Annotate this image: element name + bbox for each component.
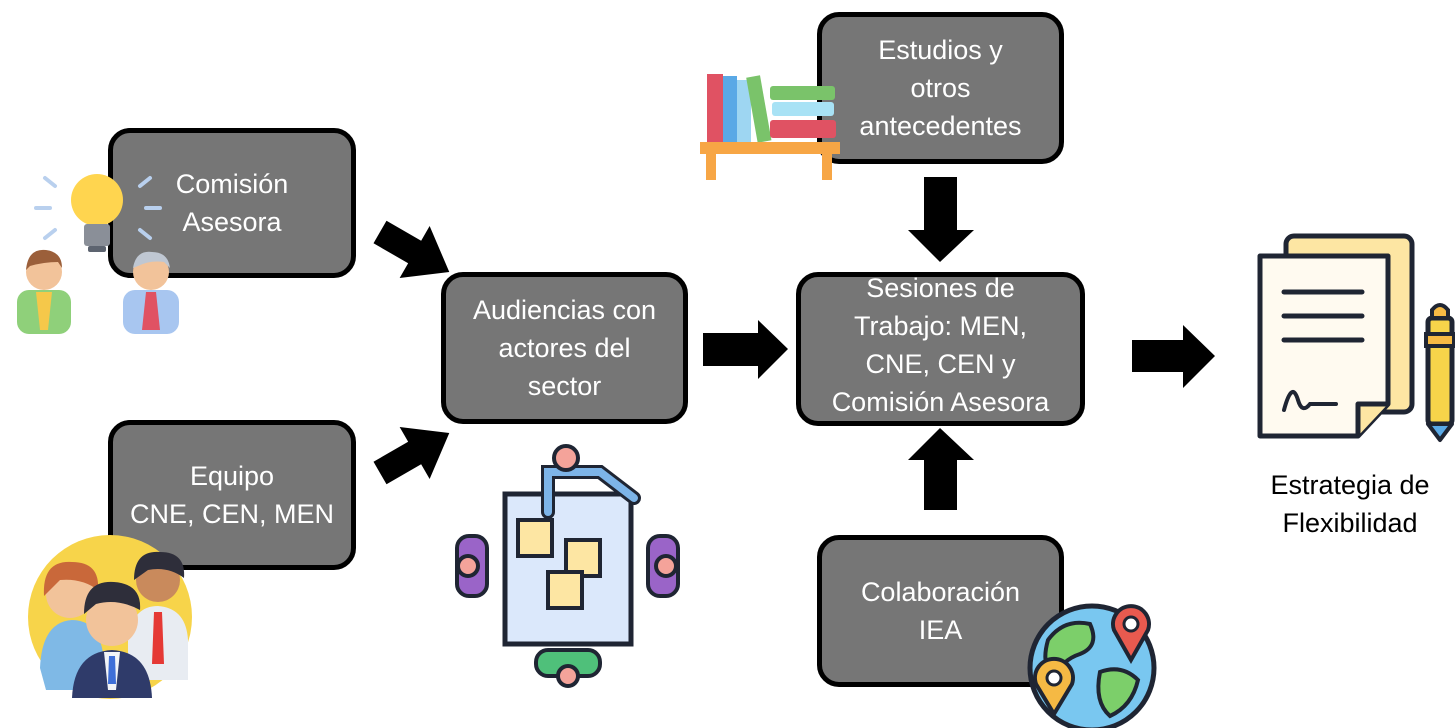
box-sesiones: Sesiones de Trabajo: MEN, CNE, CEN y Com…	[796, 272, 1085, 426]
box-audiencias-label: Audiencias con actores del sector	[472, 295, 657, 401]
arrow-audiencias-to-sesiones	[703, 320, 788, 379]
box-estudios-label: Estudios y otros antecedentes	[859, 35, 1022, 141]
arrow-sesiones-to-estrategia	[1132, 325, 1215, 388]
output-caption: Estrategia de Flexibilidad	[1270, 470, 1430, 538]
arrow-comision-to-audiencias	[373, 220, 450, 278]
box-sesiones-label: Sesiones de Trabajo: MEN, CNE, CEN y Com…	[831, 273, 1050, 417]
box-comision-asesora-label: Comisión Asesora	[175, 169, 289, 237]
box-equipo-label: Equipo CNE, CEN, MEN	[129, 461, 335, 529]
box-colaboracion: Colaboración IEA	[817, 535, 1064, 687]
box-estudios: Estudios y otros antecedentes	[817, 12, 1064, 164]
arrow-colaboracion-to-sesiones	[908, 428, 974, 510]
arrow-equipo-to-audiencias	[373, 427, 450, 485]
box-equipo: Equipo CNE, CEN, MEN	[108, 420, 356, 570]
box-audiencias: Audiencias con actores del sector	[441, 272, 688, 424]
box-comision-asesora: Comisión Asesora	[108, 128, 356, 278]
arrow-estudios-to-sesiones	[908, 177, 974, 262]
box-colaboracion-label: Colaboración IEA	[860, 577, 1021, 645]
